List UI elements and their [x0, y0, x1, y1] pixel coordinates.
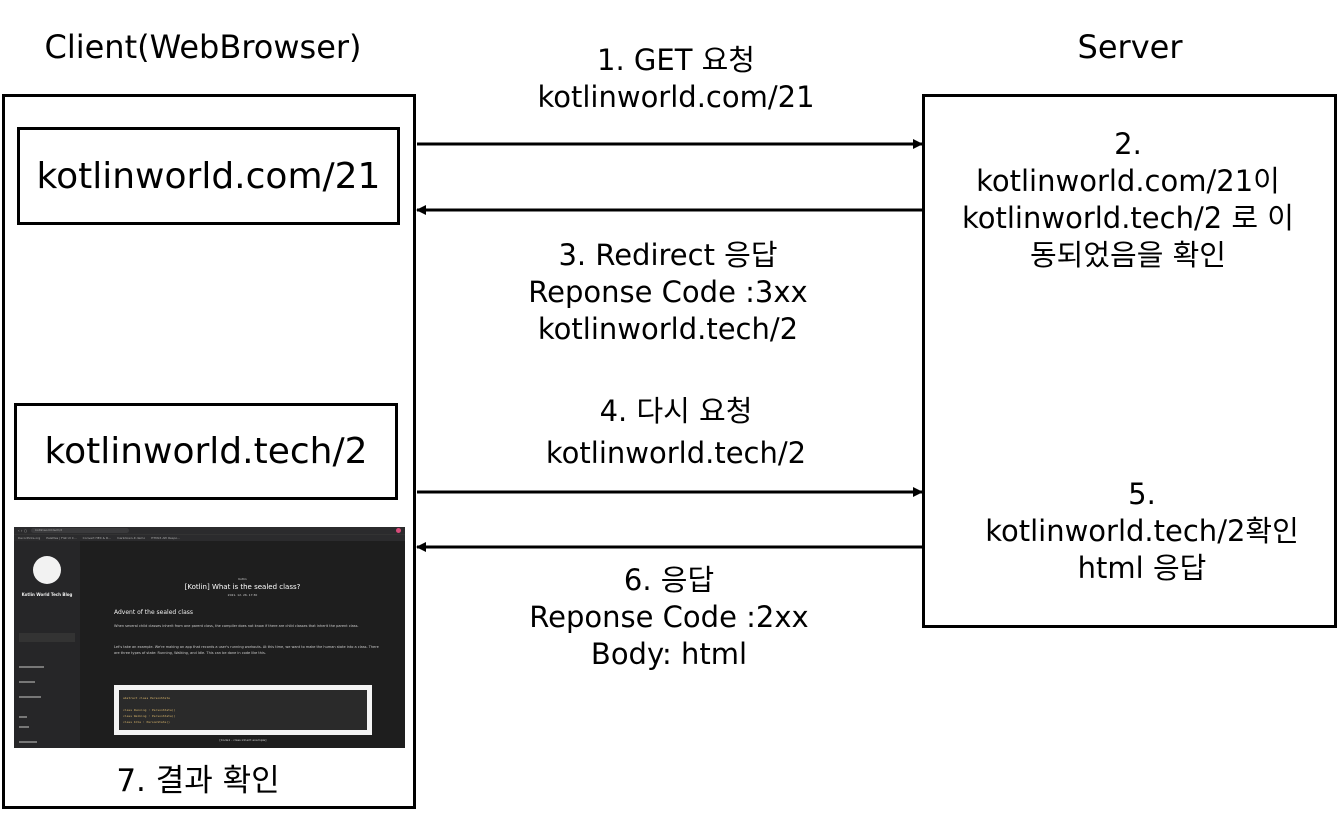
- label-line: 2.: [1114, 127, 1142, 161]
- label-line: kotlinworld.com/21이: [976, 164, 1280, 198]
- step4-label: 4. 다시 요청 kotlinworld.tech/2: [546, 390, 806, 474]
- code-line: abstract class PersonState: [123, 696, 170, 700]
- label-line: kotlinworld.tech/2: [537, 312, 799, 346]
- server-box: [922, 94, 1337, 628]
- bookmark: DecorPicks.org: [18, 536, 41, 540]
- post-heading: Advent of the sealed class: [114, 609, 194, 616]
- label-line: Body: html: [590, 637, 748, 671]
- blog-sidebar: Kotlin World Tech Blog: [14, 541, 80, 748]
- url-text: kotlinworld.tech/2: [44, 431, 368, 472]
- bookmark: Palettes | Flat UI C...: [46, 536, 77, 540]
- client-title: Client(WebBrowser): [44, 28, 362, 66]
- step1-label: 1. GET 요청 kotlinworld.com/21: [537, 42, 814, 116]
- blog-name: Kotlin World Tech Blog: [21, 592, 73, 597]
- post-date: 2021. 12. 26. 17:30: [227, 593, 258, 597]
- bookmark: Convert HEX & R...: [82, 536, 111, 540]
- url-text: kotlinworld.com/21: [36, 155, 381, 197]
- profile-icon: [396, 528, 401, 533]
- nav-icons: ‹ › ○: [18, 528, 28, 533]
- code-block: abstract class PersonState class Running…: [114, 685, 372, 735]
- server-title: Server: [1077, 28, 1183, 66]
- label-line: 3. Redirect 응답: [558, 238, 778, 272]
- post-category: Kotlin: [238, 577, 247, 581]
- search-box: [19, 633, 75, 642]
- code-line: class Walking : PersonState(): [123, 714, 176, 718]
- label-line: 동되었음을 확인: [1030, 238, 1226, 272]
- step2-label: 2. kotlinworld.com/21이 kotlinworld.tech/…: [962, 126, 1294, 274]
- step7-label: 7. 결과 확인: [116, 763, 280, 799]
- post-paragraph: Let's take an example. We're making an a…: [114, 645, 379, 655]
- bookmark: HTML5 API Respo...: [151, 536, 180, 540]
- avatar: [33, 556, 61, 584]
- label-line: kotlinworld.com/21: [537, 80, 815, 114]
- url-box-original: kotlinworld.com/21: [17, 127, 400, 225]
- label-line: Reponse Code :2xx: [529, 600, 809, 634]
- browser-toolbar: ‹ › ○ kotlinworld.tech/2: [14, 527, 405, 534]
- label-line: kotlinworld.tech/2: [545, 436, 807, 470]
- label-line: 5.: [1128, 477, 1156, 511]
- post-paragraph: When several child classes inherit from …: [114, 624, 359, 628]
- code-caption: [Code1 - class inherit example]: [219, 738, 267, 742]
- step5-label: 5. kotlinworld.tech/2확인 html 응답: [985, 476, 1299, 587]
- address-bar: kotlinworld.tech/2: [31, 528, 130, 533]
- blog-post: Kotlin [Kotlin] What is the sealed class…: [80, 541, 405, 748]
- label-line: Reponse Code :3xx: [528, 275, 808, 309]
- bookmarks-bar: DecorPicks.org Palettes | Flat UI C... C…: [14, 534, 405, 541]
- label-line: kotlinworld.tech/2확인: [985, 514, 1299, 548]
- label-line: 6. 응답: [623, 563, 715, 597]
- code-line: class Running : PersonState(): [123, 708, 176, 712]
- step6-label: 6. 응답 Reponse Code :2xx Body: html: [529, 562, 808, 673]
- label-line: 4. 다시 요청: [599, 394, 753, 428]
- bookmark: markdown-it demo: [116, 536, 146, 540]
- browser-screenshot: ‹ › ○ kotlinworld.tech/2 DecorPicks.org …: [14, 527, 405, 748]
- url-box-redirected: kotlinworld.tech/2: [14, 403, 398, 500]
- post-title: [Kotlin] What is the sealed class?: [184, 583, 301, 591]
- label-line: kotlinworld.tech/2 로 이: [962, 201, 1294, 235]
- step3-label: 3. Redirect 응답 Reponse Code :3xx kotlinw…: [528, 237, 807, 348]
- code-line: class Idle : PersonState(): [123, 720, 170, 724]
- label-line: html 응답: [1077, 551, 1207, 585]
- client-box: [2, 94, 416, 809]
- label-line: 1. GET 요청: [597, 43, 755, 77]
